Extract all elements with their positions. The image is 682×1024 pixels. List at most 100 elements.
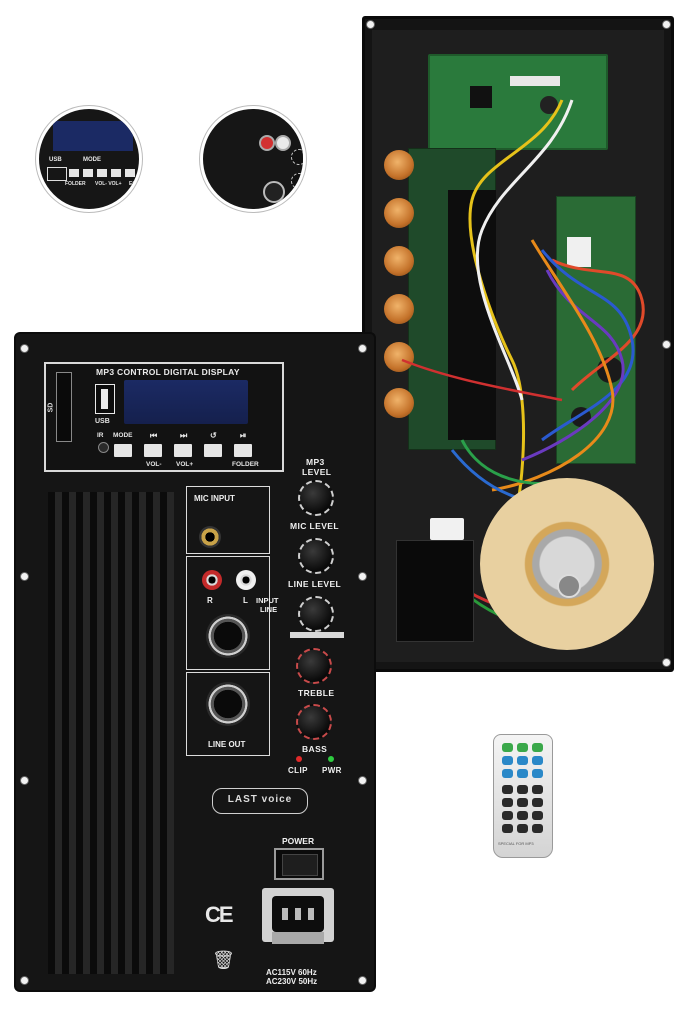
remote-button[interactable] [502,811,513,820]
line-out-section [186,672,270,756]
xlr-input-jack[interactable] [206,614,250,658]
button-icon [69,169,79,177]
remote-label: SPECIAL FOR MP3 [498,841,534,846]
rca-right-label: R [207,596,213,605]
remote-button[interactable] [502,785,513,794]
input-label: INPUT [256,596,279,605]
next-button[interactable] [174,444,192,457]
lcd-screen [124,380,248,424]
potentiometer-icon [384,198,414,228]
ce-mark: CE [205,902,234,927]
vol-plus-label: VOL+ [176,461,194,468]
connector-icon [510,76,560,86]
line-level-knob[interactable] [298,596,334,632]
toroidal-transformer [480,478,654,650]
remote-button[interactable] [517,785,528,794]
prev-icon: ⏮ [150,431,158,440]
line-out-label: LINE OUT [208,740,246,749]
remote-button[interactable] [517,824,528,833]
button-icon [125,169,135,177]
button-icon [97,169,107,177]
rca-right-jack[interactable] [202,570,222,590]
remote-button[interactable] [502,798,513,807]
remote-button[interactable] [532,769,543,778]
remote-button[interactable] [532,824,543,833]
remote-button[interactable] [517,798,528,807]
inset-display-closeup: USB MODE FOLDER VOL- VOL+ EQ [36,106,142,212]
usb-port-icon [101,389,108,409]
screw-icon [662,340,671,349]
mp3-decoder-pcb [428,54,608,150]
remote-button[interactable] [532,811,543,820]
rca-left-jack[interactable] [236,570,256,590]
knob-icon [291,173,303,189]
mic-jack[interactable] [199,526,221,548]
remote-control: SPECIAL FOR MP3 [493,734,553,858]
xlr-jack-icon [263,181,285,203]
play-pause-button[interactable] [234,444,252,457]
fuse-drawer[interactable] [272,932,324,944]
remote-button[interactable] [502,824,513,833]
pin-icon [295,908,301,920]
heatsink-fins [48,492,174,974]
next-icon: ⏭ [180,431,188,440]
screw-icon [662,658,671,667]
remote-button[interactable] [517,811,528,820]
screw-icon [358,572,367,581]
mic-level-label: MIC LEVEL [290,521,339,531]
pin-icon [308,908,314,920]
line-level-label: LINE LEVEL [288,579,342,589]
folder-label: FOLDER [232,461,259,468]
connector-icon [567,237,591,267]
repeat-icon: ↺ [210,431,217,440]
screw-icon [662,20,671,29]
sd-card-slot[interactable] [56,372,72,442]
ir-label: IR [97,432,104,439]
mp3-level-knob[interactable] [298,480,334,516]
treble-label: TREBLE [298,688,335,698]
inset-usb-label: USB [49,157,62,163]
lcd-screen [53,121,133,151]
level-label: LEVEL [302,467,332,477]
power-rocker-switch[interactable] [282,854,318,876]
prev-button[interactable] [144,444,162,457]
remote-button[interactable] [517,743,528,752]
play-pause-icon: ⏯ [240,431,247,440]
power-pcb [556,196,636,464]
treble-knob[interactable] [296,648,332,684]
potentiometer-icon [384,342,414,372]
inset-jacks-closeup [200,106,306,212]
remote-button[interactable] [532,798,543,807]
screw-icon [20,572,29,581]
power-label: POWER [282,836,315,846]
usb-port[interactable] [95,384,115,414]
remote-button[interactable] [517,769,528,778]
usb-port-icon [47,167,67,181]
inset-folder-label: FOLDER [65,181,86,187]
xlr-output-jack[interactable] [206,682,250,726]
remote-button[interactable] [517,756,528,765]
mode-label: MODE [113,432,133,439]
remote-button[interactable] [502,756,513,765]
remote-button[interactable] [532,756,543,765]
potentiometer-icon [384,246,414,276]
bass-knob[interactable] [296,704,332,740]
remote-button[interactable] [532,785,543,794]
potentiometer-icon [384,294,414,324]
ir-sensor-icon [98,442,109,453]
mp3-label: MP3 [306,457,325,467]
capacitor-icon [540,96,558,114]
screw-icon [358,344,367,353]
clip-led-icon [296,756,302,762]
weee-bin-icon: 🗑 [212,950,235,970]
button-icon [83,169,93,177]
remote-button[interactable] [532,743,543,752]
remote-button[interactable] [502,769,513,778]
mic-level-knob[interactable] [298,538,334,574]
inset-mode-label: MODE [83,157,101,163]
repeat-button[interactable] [204,444,222,457]
chip-icon [470,86,492,108]
mode-button[interactable] [114,444,132,457]
potentiometer-icon [384,150,414,180]
remote-button[interactable] [502,743,513,752]
